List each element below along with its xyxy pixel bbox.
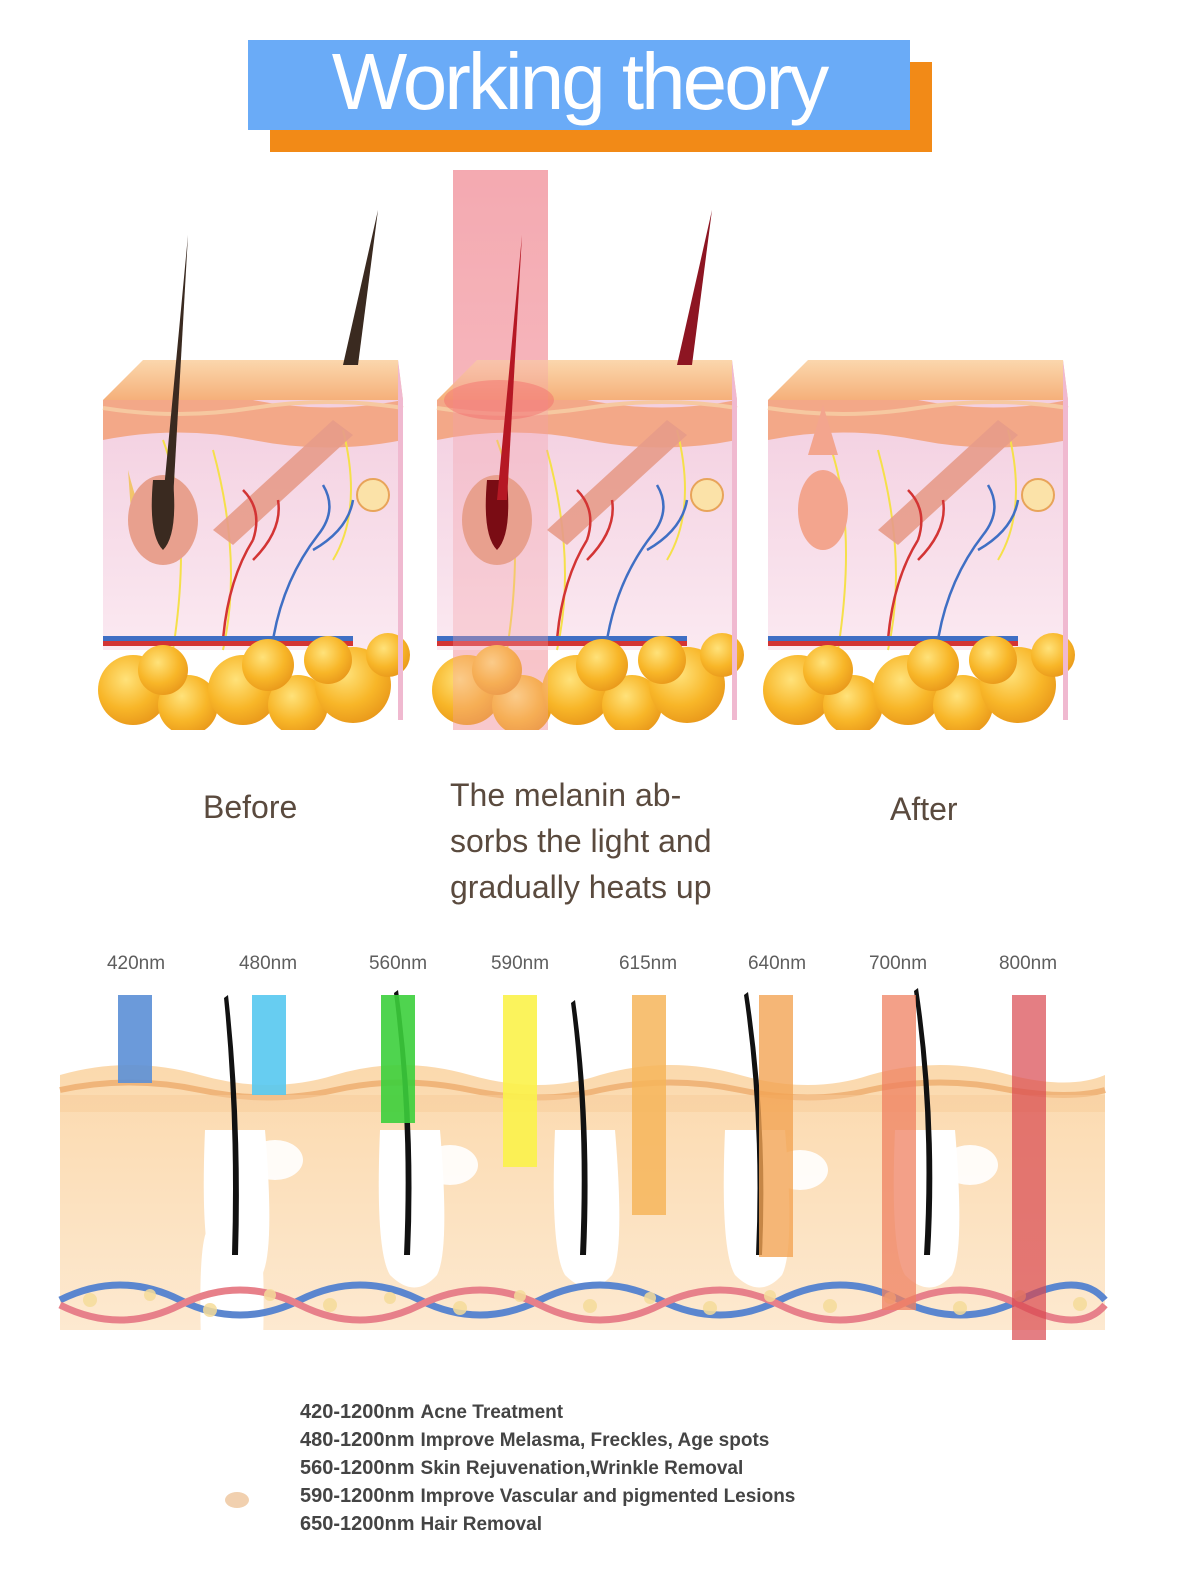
wavelength-label-420: 420nm bbox=[106, 953, 166, 974]
light-beam-560 bbox=[381, 995, 415, 1123]
wavelength-label-590: 590nm bbox=[490, 953, 550, 974]
wavelength-label-480: 480nm bbox=[238, 953, 298, 974]
wavelength-label-560: 560nm bbox=[368, 953, 428, 974]
caption-melanin-absorbs: The melanin ab- sorbs the light and grad… bbox=[450, 772, 750, 910]
legend-range: 480-1200nm bbox=[300, 1429, 415, 1451]
light-beam-590 bbox=[503, 995, 537, 1167]
wavelength-label-640: 640nm bbox=[747, 953, 807, 974]
skin-block-after bbox=[761, 358, 1077, 762]
caption-after: After bbox=[890, 791, 958, 827]
light-beam-420 bbox=[118, 995, 152, 1083]
light-beam-700 bbox=[882, 995, 916, 1310]
skin-blocks-illustration bbox=[96, 170, 1077, 762]
hair-shaft bbox=[224, 995, 239, 1255]
light-beam-800 bbox=[1012, 995, 1046, 1340]
legend-range: 420-1200nm bbox=[300, 1401, 415, 1423]
hair-shaft bbox=[914, 988, 933, 1255]
legend-text: Improve Vascular and pigmented Lesions bbox=[420, 1486, 796, 1507]
caption-before: Before bbox=[203, 789, 298, 825]
legend-range: 560-1200nm bbox=[300, 1457, 415, 1479]
caption-line: sorbs the light and bbox=[450, 823, 712, 859]
legend-text: Acne Treatment bbox=[420, 1402, 564, 1423]
wavelength-label-800: 800nm bbox=[998, 953, 1058, 974]
hair-shaft bbox=[744, 992, 764, 1255]
legend-text: Hair Removal bbox=[420, 1514, 542, 1535]
light-beam-640 bbox=[759, 995, 793, 1257]
skin-block-heating bbox=[430, 170, 746, 762]
title-banner: Working theory bbox=[248, 40, 910, 130]
wavelength-label-700: 700nm bbox=[868, 953, 928, 974]
legend-text: Improve Melasma, Freckles, Age spots bbox=[420, 1430, 770, 1451]
wavelength-label-615: 615nm bbox=[618, 953, 678, 974]
legend-range: 590-1200nm bbox=[300, 1485, 415, 1507]
light-beam-480 bbox=[252, 995, 286, 1095]
legend-range: 650-1200nm bbox=[300, 1513, 415, 1535]
caption-line: The melanin ab- bbox=[450, 777, 682, 813]
light-beam-615 bbox=[632, 995, 666, 1215]
legend-text: Skin Rejuvenation,Wrinkle Removal bbox=[420, 1458, 744, 1479]
caption-line: gradually heats up bbox=[450, 869, 712, 905]
hair-shaft bbox=[571, 1000, 588, 1255]
page-title: Working theory bbox=[331, 37, 830, 126]
hair-shaft bbox=[394, 990, 412, 1255]
skin-block-before bbox=[96, 210, 412, 762]
